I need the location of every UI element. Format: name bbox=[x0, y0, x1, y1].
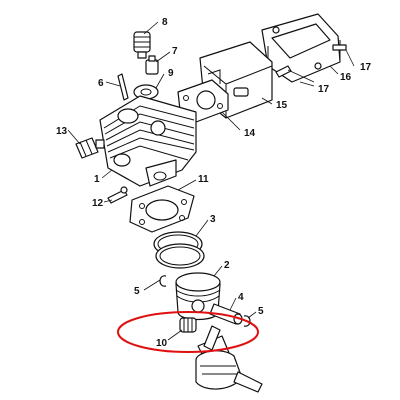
muffler-screws bbox=[275, 44, 347, 83]
decompression-valve bbox=[133, 31, 151, 59]
decompression-plug bbox=[75, 137, 105, 159]
part-label-9: 9 bbox=[168, 68, 174, 79]
part-label-14: 14 bbox=[244, 128, 256, 139]
piston bbox=[175, 272, 221, 321]
leader-lines bbox=[67, 21, 355, 341]
cylinder bbox=[99, 95, 197, 187]
part-label-7: 7 bbox=[172, 46, 178, 57]
muffler-cover bbox=[261, 13, 341, 83]
part-label-11: 11 bbox=[198, 174, 209, 185]
circlip-left bbox=[159, 275, 167, 287]
needle-bearing-highlight-ellipse bbox=[117, 311, 259, 353]
part-label-5-right: 5 bbox=[258, 306, 264, 317]
piston-rings bbox=[153, 231, 205, 269]
crankshaft bbox=[195, 325, 263, 393]
part-label-4: 4 bbox=[238, 292, 244, 303]
cylinder-gasket bbox=[129, 185, 195, 233]
part-label-12: 12 bbox=[92, 198, 104, 209]
part-label-8: 8 bbox=[162, 17, 168, 28]
part-label-17-top: 17 bbox=[360, 62, 372, 73]
part-label-15: 15 bbox=[276, 100, 288, 111]
part-label-5-left: 5 bbox=[134, 286, 140, 297]
part-label-13: 13 bbox=[56, 126, 68, 137]
part-label-16: 16 bbox=[340, 72, 352, 83]
part-label-10: 10 bbox=[156, 338, 168, 349]
part-label-6: 6 bbox=[98, 78, 104, 89]
part-label-3: 3 bbox=[210, 214, 216, 225]
cylinder-screw bbox=[107, 186, 128, 204]
needle-bearing bbox=[179, 317, 197, 333]
pin bbox=[117, 73, 129, 101]
part-label-1: 1 bbox=[94, 174, 100, 185]
spark-plug-cap bbox=[145, 55, 159, 75]
part-label-17-bottom: 17 bbox=[318, 84, 330, 95]
part-label-2: 2 bbox=[224, 260, 230, 271]
